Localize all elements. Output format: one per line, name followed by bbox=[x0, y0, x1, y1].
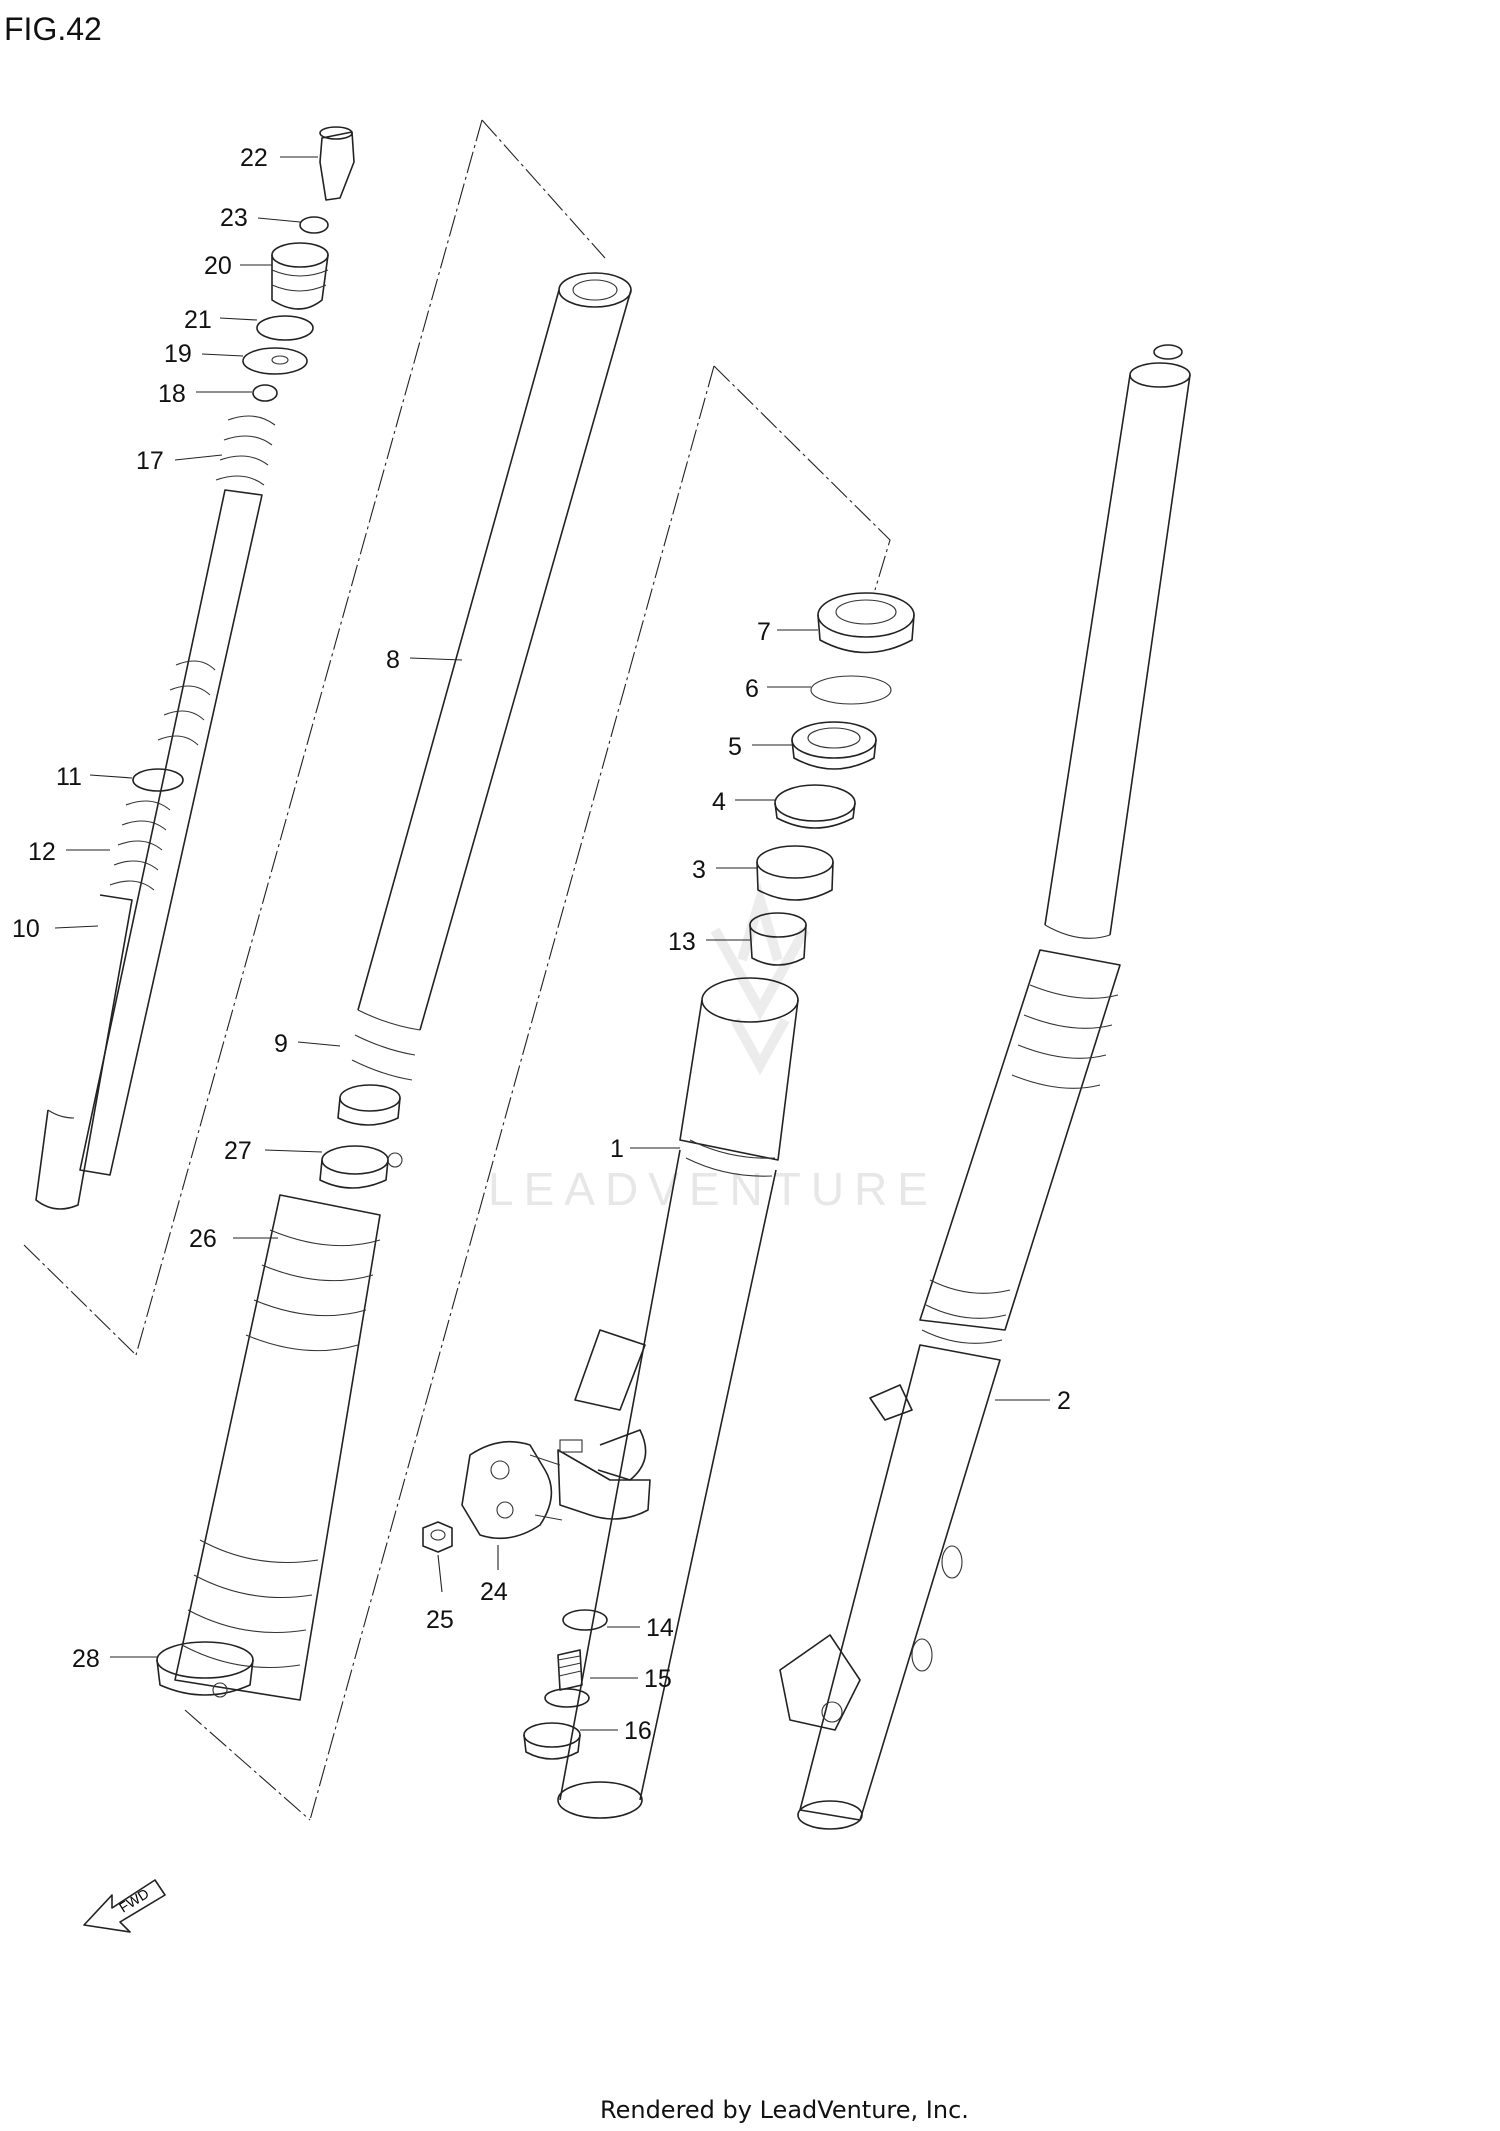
watermark: LEADVENTURE bbox=[488, 1163, 938, 1215]
part-24-axle-holder bbox=[461, 1440, 563, 1540]
callout-27: 27 bbox=[224, 1137, 252, 1165]
callout-28: 28 bbox=[72, 1645, 100, 1673]
part-11-ring bbox=[132, 768, 184, 792]
callout-12: 12 bbox=[28, 838, 56, 866]
callout-15: 15 bbox=[644, 1665, 672, 1693]
assembly-outline-center bbox=[184, 365, 891, 1821]
figure-title: FIG.42 bbox=[4, 11, 102, 47]
part-4-washer bbox=[774, 784, 856, 829]
watermark-logo bbox=[710, 882, 810, 1076]
part-3-bushing bbox=[756, 845, 834, 901]
callout-5: 5 bbox=[728, 733, 742, 761]
part-1-outer-tube bbox=[557, 977, 799, 1819]
callout-19: 19 bbox=[164, 340, 192, 368]
direction-label: FWD bbox=[116, 1885, 152, 1915]
part-10-tube bbox=[35, 894, 133, 1210]
callout-21: 21 bbox=[184, 306, 212, 334]
callout-25: 25 bbox=[426, 1606, 454, 1634]
part-14-gasket bbox=[562, 1609, 608, 1631]
part-17-damper-rod bbox=[79, 415, 276, 1176]
assembly-outline-left bbox=[23, 119, 606, 1356]
part-25-nut bbox=[422, 1521, 453, 1553]
part-18-nut bbox=[252, 384, 278, 402]
callout-17: 17 bbox=[136, 447, 164, 475]
part-6-clip bbox=[810, 675, 892, 705]
part-27-clamp bbox=[319, 1145, 403, 1189]
callout-16: 16 bbox=[624, 1717, 652, 1745]
callout-20: 20 bbox=[204, 252, 232, 280]
callout-3: 3 bbox=[692, 856, 706, 884]
callout-23: 23 bbox=[220, 204, 248, 232]
callout-2: 2 bbox=[1057, 1387, 1071, 1415]
part-28-clamp bbox=[156, 1641, 254, 1698]
callout-6: 6 bbox=[745, 675, 759, 703]
callout-18: 18 bbox=[158, 380, 186, 408]
part-23-washer bbox=[299, 216, 329, 234]
callout-10: 10 bbox=[12, 915, 40, 943]
part-5-oil-seal bbox=[791, 721, 877, 770]
footer-credit: Rendered by LeadVenture, Inc. bbox=[600, 2096, 969, 2124]
callout-22: 22 bbox=[240, 144, 268, 172]
callout-9: 9 bbox=[274, 1030, 288, 1058]
callout-8: 8 bbox=[386, 646, 400, 674]
part-7-dust-seal bbox=[817, 592, 915, 654]
callout-11: 11 bbox=[56, 763, 82, 791]
part-26-boot bbox=[174, 1194, 381, 1701]
callout-1: 1 bbox=[610, 1135, 624, 1163]
part-22-bolt bbox=[319, 126, 355, 201]
forward-direction-arrow: FWD bbox=[83, 1879, 166, 1933]
part-15-bolt bbox=[544, 1649, 590, 1708]
callout-13: 13 bbox=[668, 928, 696, 956]
part-20-cap bbox=[271, 242, 329, 310]
part-19-seat bbox=[242, 347, 308, 375]
callout-24: 24 bbox=[480, 1578, 508, 1606]
part-2-front-fork bbox=[779, 344, 1191, 1830]
callout-14: 14 bbox=[646, 1614, 674, 1642]
part-8-inner-tube bbox=[351, 272, 632, 1081]
part-13-bushing bbox=[749, 912, 807, 966]
callout-26: 26 bbox=[189, 1225, 217, 1253]
callout-7: 7 bbox=[757, 618, 771, 646]
part-21-oring bbox=[256, 315, 314, 341]
callout-4: 4 bbox=[712, 788, 726, 816]
part-16-nut bbox=[523, 1722, 581, 1760]
callouts: 22 23 20 21 19 18 17 11 12 10 8 9 27 26 … bbox=[12, 144, 1071, 1745]
part-9-bushing bbox=[337, 1084, 401, 1126]
part-12-spring bbox=[109, 800, 171, 891]
